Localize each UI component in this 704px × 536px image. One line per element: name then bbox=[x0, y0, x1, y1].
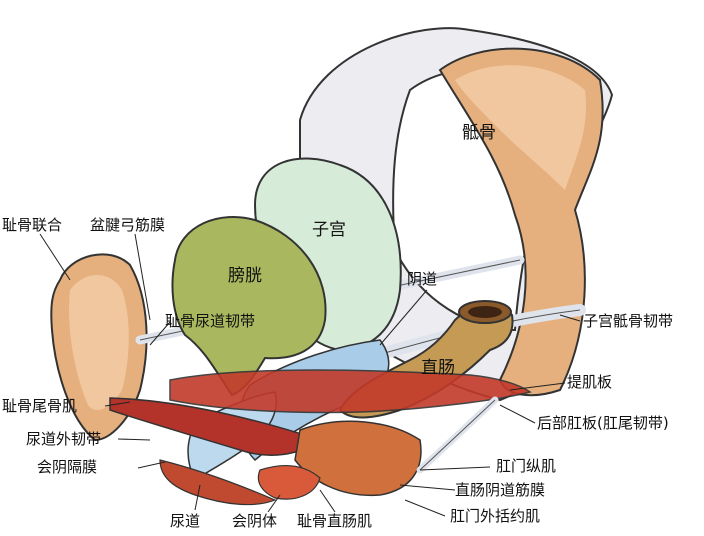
pubic-bone-inner bbox=[69, 275, 129, 410]
label-vagina: 阴道 bbox=[407, 270, 438, 288]
bladder-organ bbox=[171, 215, 327, 397]
label-perineal-body: 会阴体 bbox=[232, 512, 278, 530]
label-arcus-tendineus: 盆腱弓筋膜 bbox=[90, 216, 166, 234]
label-pubourethral-ligament: 耻骨尿道韧带 bbox=[165, 312, 256, 330]
label-posterior-anal-plate: 后部肛板(肛尾韧带) bbox=[537, 414, 669, 432]
external-anal-sphincter-muscle bbox=[294, 420, 422, 497]
puborectalis-muscle bbox=[159, 459, 277, 506]
levator-plate-muscle bbox=[169, 369, 532, 414]
label-uterosacral-ligament: 子宫骶骨韧带 bbox=[583, 312, 674, 330]
label-bladder: 膀胱 bbox=[228, 266, 262, 286]
pubococcygeus-muscle bbox=[109, 397, 322, 456]
label-sacrum: 骶骨 bbox=[462, 123, 496, 143]
label-pubococcygeus: 耻骨尾骨肌 bbox=[2, 397, 78, 415]
label-perineal-membrane: 会阴隔膜 bbox=[37, 458, 98, 476]
sacrum-inner bbox=[455, 65, 586, 190]
label-urethra: 尿道 bbox=[170, 512, 201, 530]
posterior-anal-plate-outline bbox=[419, 399, 496, 471]
label-pubic-symphysis: 耻骨联合 bbox=[2, 216, 63, 234]
label-rectovaginal-fascia: 直肠阴道筋膜 bbox=[455, 481, 546, 499]
label-uterus: 子宫 bbox=[312, 220, 346, 240]
perineal-body-region bbox=[257, 465, 321, 500]
label-puborectalis: 耻骨直肠肌 bbox=[297, 512, 373, 530]
rectum-lumen bbox=[468, 306, 502, 318]
label-external-urethral-ligament: 尿道外韧带 bbox=[26, 430, 102, 448]
label-external-anal-sphincter: 肛门外括约肌 bbox=[450, 507, 541, 525]
leader-lines bbox=[39, 233, 581, 517]
label-rectum: 直肠 bbox=[421, 358, 455, 378]
label-longitudinal-anal-muscle: 肛门纵肌 bbox=[496, 457, 557, 475]
label-levator-plate: 提肌板 bbox=[567, 373, 613, 391]
